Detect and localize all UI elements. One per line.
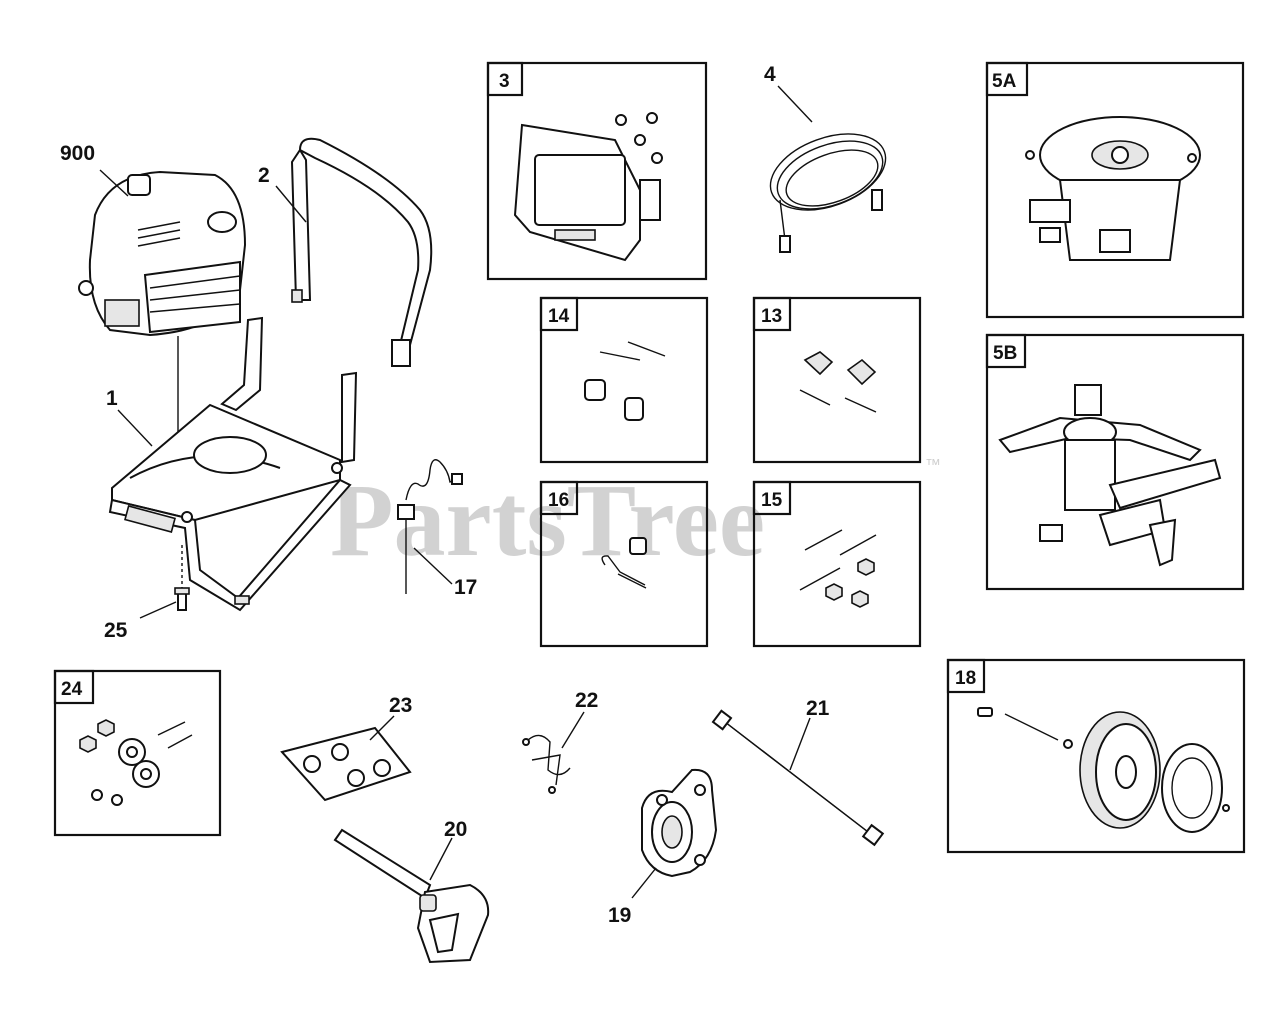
part-nozzle-holder[interactable] <box>280 726 412 802</box>
part-engine[interactable] <box>78 170 247 337</box>
part-spray-gun[interactable] <box>333 828 490 964</box>
box-13-tag <box>752 296 792 332</box>
part-high-pressure-hose[interactable] <box>760 120 896 253</box>
box-5b-label: 5B <box>993 343 1017 364</box>
part-hose-17[interactable] <box>397 459 463 594</box>
leader-20 <box>429 837 453 881</box>
part-bearings-24[interactable] <box>79 719 193 806</box>
callout-4: 4 <box>764 63 776 86</box>
box-14-label: 14 <box>548 306 570 327</box>
box-13[interactable] <box>752 296 922 464</box>
box-16[interactable] <box>539 480 709 648</box>
box-5a-tag <box>985 61 1029 97</box>
box-24-tag <box>53 669 95 705</box>
box-24[interactable] <box>53 669 222 837</box>
box-5b[interactable] <box>985 333 1245 591</box>
watermark-text: PartsTree <box>330 463 765 578</box>
leader-4 <box>777 85 813 123</box>
callout-1: 1 <box>106 387 118 410</box>
part-bolts-15[interactable] <box>799 529 877 608</box>
leader-21 <box>789 717 811 771</box>
box-3[interactable] <box>486 61 708 281</box>
box-16-label: 16 <box>548 490 569 511</box>
callout-22: 22 <box>575 689 598 712</box>
box-14-tag <box>539 296 579 332</box>
watermark-trademark: ™ <box>925 457 941 474</box>
part-pump-5a[interactable] <box>1025 116 1201 261</box>
part-hose-reel[interactable] <box>641 768 718 878</box>
box-24-label: 24 <box>61 679 83 700</box>
box-16-tag <box>539 480 579 516</box>
leader-900 <box>99 169 129 197</box>
part-bolts-14[interactable] <box>584 341 666 421</box>
callout-900: 900 <box>60 142 95 165</box>
part-screw-25[interactable] <box>174 545 190 611</box>
box-3-label: 3 <box>499 71 510 92</box>
callout-23: 23 <box>389 694 412 717</box>
leader-1 <box>117 409 153 447</box>
callout-25: 25 <box>104 619 128 642</box>
part-pump-5b[interactable] <box>998 384 1222 567</box>
callout-20: 20 <box>444 818 467 841</box>
box-15[interactable] <box>752 480 922 648</box>
part-wheel-18[interactable] <box>977 707 1230 833</box>
leader-22 <box>561 711 585 749</box>
box-14[interactable] <box>539 296 709 464</box>
part-knobs-13[interactable] <box>799 351 877 413</box>
part-wand-21[interactable] <box>711 709 885 847</box>
part-clip-16[interactable] <box>601 537 647 589</box>
part-bracket-22[interactable] <box>522 734 571 794</box>
box-15-tag <box>752 480 792 516</box>
box-5a-label: 5A <box>992 71 1017 92</box>
leader-19 <box>631 867 657 899</box>
box-18[interactable] <box>946 658 1246 854</box>
leader-2 <box>275 185 307 223</box>
box-18-tag <box>946 658 986 694</box>
box-18-label: 18 <box>955 668 976 689</box>
leader-17 <box>413 547 453 585</box>
leader-23 <box>369 715 395 741</box>
leader-25 <box>139 601 177 619</box>
part-control-panel[interactable] <box>513 112 663 262</box>
box-5a[interactable] <box>985 61 1245 319</box>
callout-2: 2 <box>258 164 270 187</box>
part-frame[interactable] <box>108 316 358 612</box>
box-5b-tag <box>985 333 1027 369</box>
box-3-tag <box>486 61 524 97</box>
callout-17: 17 <box>454 576 477 599</box>
box-13-label: 13 <box>761 306 782 327</box>
callout-21: 21 <box>806 697 830 720</box>
box-15-label: 15 <box>761 490 783 511</box>
callout-19: 19 <box>608 904 631 927</box>
part-handle[interactable] <box>290 137 433 367</box>
